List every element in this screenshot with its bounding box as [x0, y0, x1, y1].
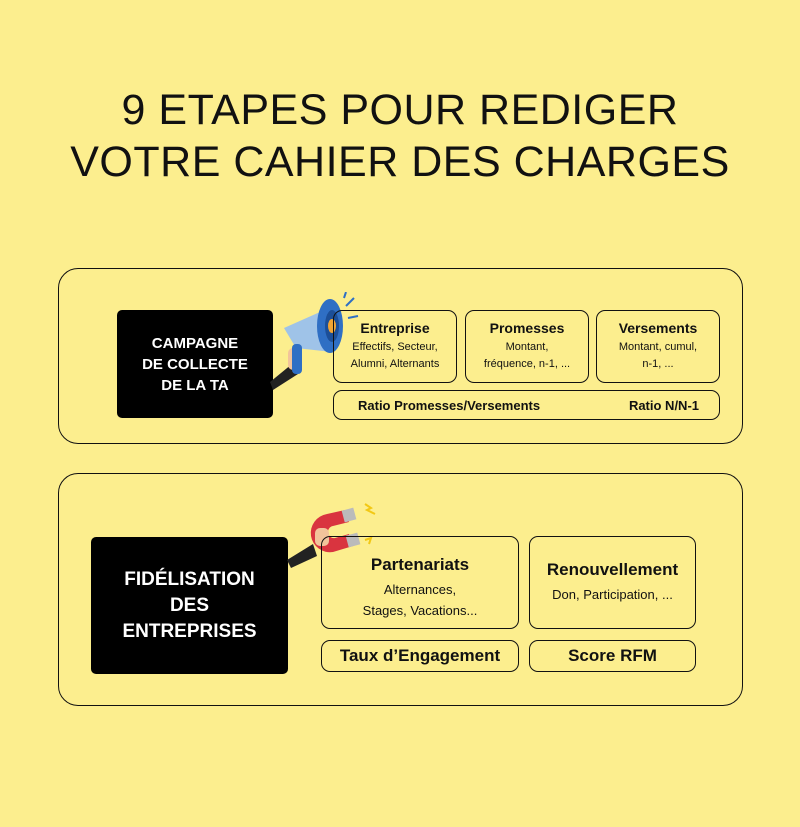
ratio-promesses-versements: Ratio Promesses/Versements [358, 397, 541, 413]
collecte-label: CAMPAGNE DE COLLECTE DE LA TA [117, 310, 273, 418]
card-line: fréquence, n-1, ... [483, 358, 571, 370]
card-line: Alumni, Alternants [350, 358, 440, 370]
ratio-bar: Ratio Promesses/Versements Ratio N/N-1 [333, 390, 720, 420]
card-title: Entreprise [360, 320, 430, 336]
card-line: Stages, Vacations... [362, 602, 478, 618]
page-title: 9 ETAPES POUR REDIGER VOTRE CAHIER DES C… [0, 84, 800, 188]
versements-card: Versements Montant, cumul, n-1, ... [596, 310, 720, 383]
ratio-n-n1: Ratio N/N-1 [628, 397, 699, 413]
entreprise-card: Entreprise Effectifs, Secteur, Alumni, A… [333, 310, 457, 383]
metric-label: Taux d’Engagement [339, 646, 501, 665]
card-title: Versements [618, 320, 698, 336]
renouvellement-card: Renouvellement Don, Participation, ... [529, 536, 696, 629]
megaphone-icon [270, 292, 359, 390]
label-line: DE LA TA [161, 376, 229, 394]
label-line: DES [169, 594, 210, 616]
card-line: Effectifs, Secteur, [352, 341, 438, 353]
score-rfm-box: Score RFM [529, 640, 696, 672]
label-line: DE COLLECTE [142, 355, 248, 373]
card-line: Montant, cumul, [618, 341, 698, 353]
fidelisation-panel [58, 473, 743, 706]
card-title: Renouvellement [546, 560, 679, 579]
promesses-card: Promesses Montant, fréquence, n-1, ... [465, 310, 589, 383]
card-line: Montant, [505, 341, 549, 353]
card-line: Don, Participation, ... [552, 587, 673, 602]
title-line-2: VOTRE CAHIER DES CHARGES [70, 138, 730, 186]
card-line: n-1, ... [642, 358, 674, 370]
card-line: Alternances, [383, 581, 457, 597]
fidelisation-label: FIDÉLISATION DES ENTREPRISES [91, 537, 288, 674]
collecte-panel [58, 268, 743, 444]
card-title: Promesses [489, 320, 565, 336]
title-line-1: 9 ETAPES POUR REDIGER [121, 86, 679, 134]
taux-engagement-box: Taux d’Engagement [321, 640, 519, 672]
label-line: FIDÉLISATION [124, 568, 255, 590]
label-line: CAMPAGNE [151, 334, 239, 352]
label-line: ENTREPRISES [122, 620, 257, 642]
partenariats-card: Partenariats Alternances, Stages, Vacati… [321, 536, 519, 629]
card-title: Partenariats [370, 554, 470, 574]
metric-label: Score RFM [568, 646, 657, 665]
